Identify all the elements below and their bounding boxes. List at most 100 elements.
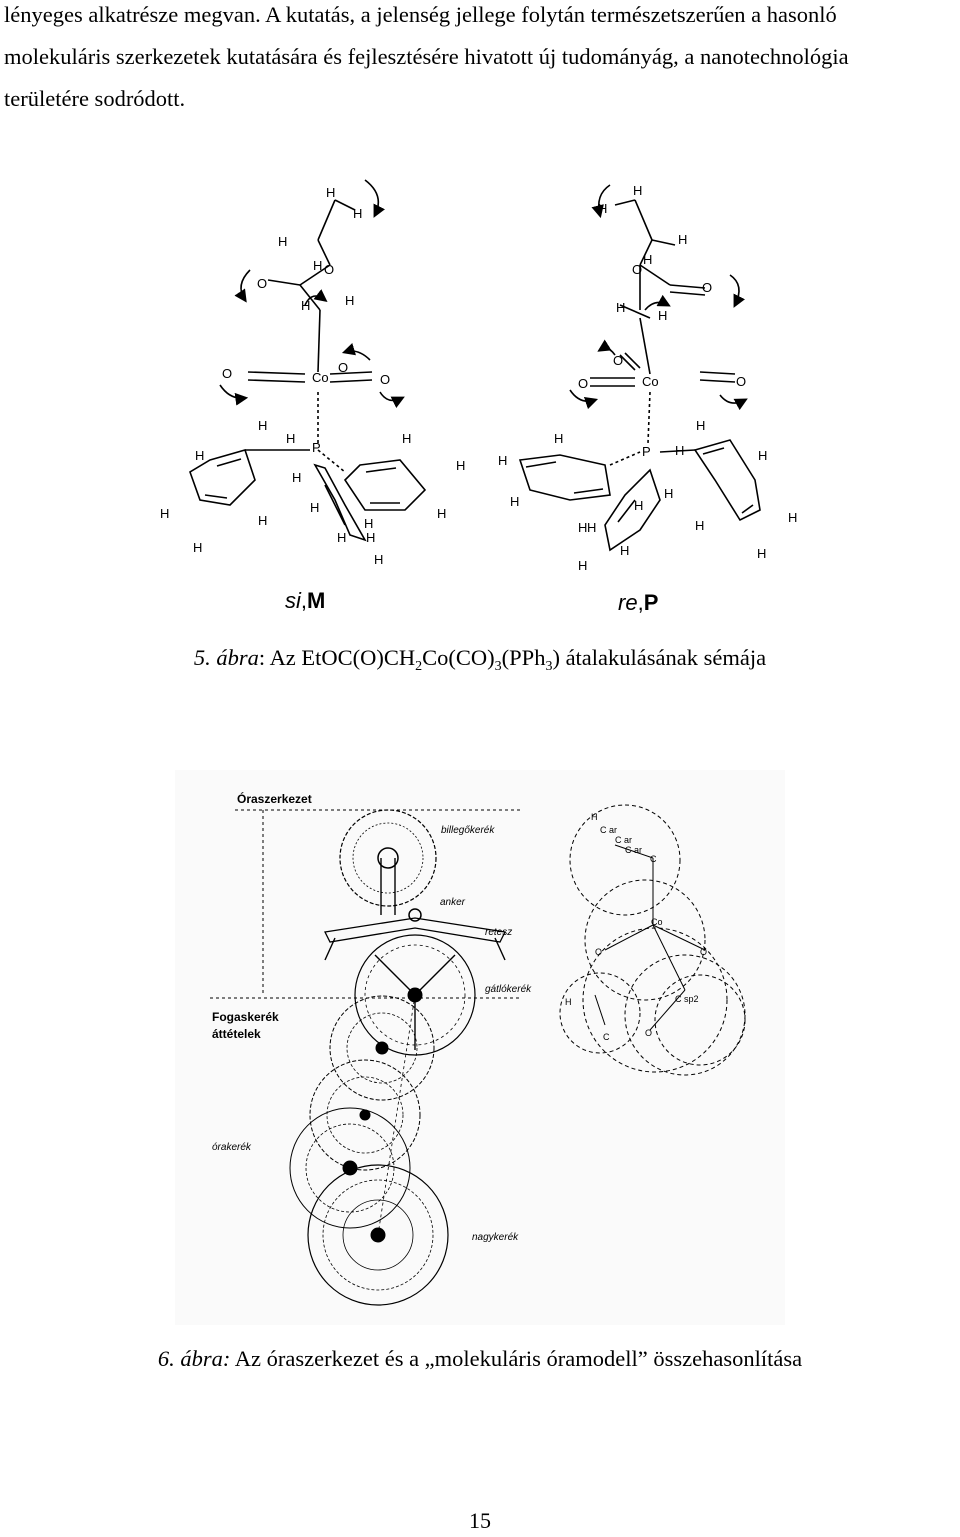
atom-h: H xyxy=(326,185,335,200)
label-comma: , xyxy=(301,588,307,613)
atom-h: H xyxy=(366,530,375,545)
atom-h: H xyxy=(286,431,295,446)
atom-h: H xyxy=(278,234,287,249)
mol-label-car: C ar xyxy=(600,825,617,835)
caption-5-mid: Co(CO) xyxy=(422,645,495,670)
label-si: si xyxy=(285,588,302,613)
atom-h: H xyxy=(402,431,411,446)
caption-6-number: 6. ábra: xyxy=(157,1346,231,1371)
body-paragraph: lényeges alkatrésze megvan. A kutatás, a… xyxy=(4,0,956,120)
atom-h: H xyxy=(258,418,267,433)
atom-h: H xyxy=(364,516,373,531)
atom-h: H xyxy=(310,500,319,515)
atom-h: H xyxy=(578,520,587,535)
mol-label-o: O xyxy=(700,947,707,957)
figure-5-caption: 5. ábra: Az EtOC(O)CH2Co(CO)3(PPh3) átal… xyxy=(0,645,960,675)
label-oraszerkezet: Óraszerkezet xyxy=(237,791,312,806)
atom-o: O xyxy=(632,262,642,277)
atom-o: O xyxy=(736,374,746,389)
atom-h: H xyxy=(757,546,766,561)
atom-o: O xyxy=(613,353,623,368)
atom-h: H xyxy=(643,252,652,267)
atom-h: H xyxy=(598,201,607,216)
atom-h: H xyxy=(696,418,705,433)
mol-label-sp2: C sp2 xyxy=(675,994,699,1004)
atom-o: O xyxy=(257,276,267,291)
atom-o: O xyxy=(338,360,348,375)
atom-h: H xyxy=(620,543,629,558)
label-p: P xyxy=(644,590,659,615)
paragraph-line-1: lényeges alkatrésze megvan. A kutatás, a… xyxy=(4,2,837,27)
atom-h: H xyxy=(292,470,301,485)
mol-label-car: C ar xyxy=(625,845,642,855)
label-comma: , xyxy=(638,590,644,615)
atom-h: H xyxy=(160,506,169,521)
label-anker: anker xyxy=(440,897,466,908)
mol-label-c: C xyxy=(603,1032,610,1042)
atom-h: H xyxy=(788,510,797,525)
label-fogaskerek: Fogaskerék xyxy=(212,1010,279,1024)
caption-5-sub1: 2 xyxy=(415,659,423,674)
label-attetelek: áttételek xyxy=(212,1027,261,1041)
atom-h: H xyxy=(664,486,673,501)
page-number: 15 xyxy=(469,1508,491,1533)
atom-h: H xyxy=(658,308,667,323)
atom-h: H xyxy=(456,458,465,473)
atom-h: H xyxy=(554,431,563,446)
atom-h: H xyxy=(193,540,202,555)
atom-h: H xyxy=(675,443,684,458)
atom-h: H xyxy=(510,494,519,509)
atom-h: H xyxy=(758,448,767,463)
caption-5-sep: : xyxy=(258,645,270,670)
figure-6-caption: 6. ábra: Az óraszerkezet és a „molekulár… xyxy=(0,1346,960,1372)
label-gatlokerek: gátlókerék xyxy=(485,984,532,995)
atom-o: O xyxy=(578,376,588,391)
label-nagykerek: nagykerék xyxy=(472,1232,519,1243)
mol-label-car: C ar xyxy=(615,835,632,845)
atom-h: H xyxy=(301,298,310,313)
mol-label-o: O xyxy=(645,1028,652,1038)
label-retesz: retesz xyxy=(485,927,512,938)
mol-label-c: C xyxy=(650,854,657,864)
atom-h: H xyxy=(695,518,704,533)
figure-6-clockwork: Óraszerkezet billegőkerék anker retesz g… xyxy=(175,770,785,1325)
atom-h: H xyxy=(258,513,267,528)
atom-h: H xyxy=(195,448,204,463)
label-m: M xyxy=(307,588,325,613)
mol-label-h: H xyxy=(565,997,572,1007)
atom-h: H xyxy=(353,206,362,221)
paragraph-line-2: molekuláris szerkezetek kutatására és fe… xyxy=(4,44,849,69)
label-re-p: re,P xyxy=(618,590,658,615)
atom-h: H xyxy=(633,183,642,198)
atom-h: H xyxy=(634,498,643,513)
atom-h: H xyxy=(374,552,383,567)
label-billegokerek: billegőkerék xyxy=(441,825,495,836)
atom-h: H xyxy=(337,530,346,545)
atom-p: P xyxy=(312,440,321,455)
atom-o: O xyxy=(222,366,232,381)
label-si-m: si,M xyxy=(285,588,325,613)
atom-o: O xyxy=(324,262,334,277)
paragraph-line-3: területére sodródott. xyxy=(4,86,186,111)
figure-5-molecules: H H H H O O H H O Co O O P H H H H H H H… xyxy=(160,179,797,615)
atom-o: O xyxy=(380,372,390,387)
mol-label-h: H xyxy=(591,812,598,822)
atom-o: O xyxy=(702,280,712,295)
atom-h: H xyxy=(616,300,625,315)
atom-p: P xyxy=(642,444,651,459)
atom-h: H xyxy=(345,293,354,308)
atom-co: Co xyxy=(642,374,659,389)
atom-h: H xyxy=(587,520,596,535)
mol-label-o: O xyxy=(595,947,602,957)
atom-h: H xyxy=(578,558,587,573)
caption-6-text: Az óraszerkezet és a „molekuláris óramod… xyxy=(230,1346,803,1371)
caption-5-pre: Az EtOC(O)CH xyxy=(269,645,416,670)
caption-5-mid2: (PPh xyxy=(501,645,546,670)
atom-h: H xyxy=(498,453,507,468)
atom-h: H xyxy=(678,232,687,247)
atom-co: Co xyxy=(312,370,329,385)
label-re: re xyxy=(618,590,638,615)
mol-label-co: Co xyxy=(651,917,663,927)
atom-h: H xyxy=(313,258,322,273)
caption-5-sub3: 3 xyxy=(545,659,553,674)
